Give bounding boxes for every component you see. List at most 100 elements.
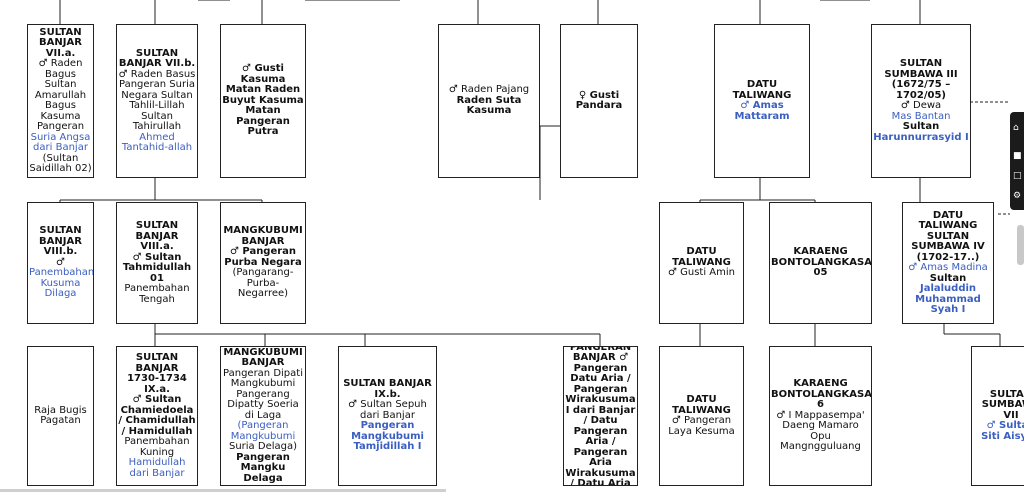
node-line: ♂ Gusti Amin <box>667 267 736 279</box>
node-line[interactable]: Siti Aisyah <box>981 430 1024 442</box>
camera-icon[interactable]: ⌂ <box>1013 123 1019 133</box>
node-line: ♂ Pangeran Purba Negara <box>224 246 302 268</box>
node-line: ♂ I Mappasempa' Daeng Mamaro Opu Mangngg… <box>776 409 865 453</box>
node-line: DATU TALIWANG <box>672 246 731 268</box>
node-karaeng-bontolangkasa-5[interactable]: KARAENG BONTOLANGKASA 05 <box>769 202 872 324</box>
node-line: DATU TALIWANG <box>732 79 792 101</box>
vertical-scrollbar[interactable] <box>1017 225 1024 265</box>
node-line[interactable]: Panembahan Kusuma Dilaga <box>29 267 94 300</box>
node-karaeng-bontolangkasa-6[interactable]: KARAENG BONTOLANGKASA 6♂ I Mappasempa' D… <box>769 346 872 486</box>
node-sultan-sumbawa-7[interactable]: SULTAN SUMBAWA VII♂ SultanSiti Aisyah <box>971 346 1024 486</box>
node-text: SULTAN BANJAR VII.b.♂ Raden Basus Panger… <box>118 47 196 154</box>
node-line[interactable]: Ahmed Tantahid-allah <box>121 131 193 153</box>
window-icon[interactable]: □ <box>1013 171 1022 181</box>
node-sultan-banjar-8a[interactable]: SULTAN BANJAR VIII.a.♂ Sultan Tahmidulla… <box>116 202 198 324</box>
node-text: ♂ Gusti Kasuma Matan Raden Buyut Kasuma … <box>222 64 304 138</box>
node-sultan-banjar-7b[interactable]: SULTAN BANJAR VII.b.♂ Raden Basus Panger… <box>116 24 198 178</box>
node-line[interactable]: ♂ Sultan <box>986 420 1024 432</box>
node-text: Raja Bugis Pagatan <box>29 404 92 427</box>
node-text: KARAENG BONTOLANGKASA 05 <box>771 246 872 279</box>
node-text: DATU TALIWANG♂ Pangeran Laya Kesuma <box>661 394 742 437</box>
node-line: Raden Suta Kasuma <box>456 94 522 117</box>
node-raja-bugis-pagatan[interactable]: Raja Bugis Pagatan <box>27 346 94 486</box>
node-line: Pangeran Datu Aria / Pangeran Wirakusuma… <box>565 362 636 486</box>
node-datu-taliwang-sultan-sumbawa-4[interactable]: DATU TALIWANG SULTAN SUMBAWA IV (1702-17… <box>902 202 994 324</box>
node-text: ♀ Gusti Pandara <box>562 89 636 112</box>
node-gusti-kasuma-matan[interactable]: ♂ Gusti Kasuma Matan Raden Buyut Kasuma … <box>220 24 306 178</box>
node-line: DATU TALIWANG <box>672 394 731 416</box>
node-line: SULTAN BANJAR VII.b. <box>118 47 196 69</box>
node-datu-taliwang-1[interactable]: DATU TALIWANG♂ Amas Mattaram <box>714 24 810 178</box>
node-line: PANGERAN BANJAR ♂ <box>569 346 632 363</box>
node-line: Sultan <box>929 272 967 284</box>
node-sultan-banjar-9a[interactable]: SULTAN BANJAR 1730-1734 IX.a.♂ Sultan Ch… <box>116 346 198 486</box>
node-line: SULTAN BANJAR VII.a. <box>39 26 82 59</box>
node-text: KARAENG BONTOLANGKASA 6♂ I Mappasempa' D… <box>771 378 872 453</box>
node-line: SULTAN BANJAR IX.b. <box>343 378 432 400</box>
node-line: ♂ Sultan Sepuh dari Banjar <box>348 399 427 421</box>
node-sultan-banjar-9b[interactable]: SULTAN BANJAR IX.b.♂ Sultan Sepuh dari B… <box>338 346 437 486</box>
node-gusti-pandara[interactable]: ♀ Gusti Pandara <box>560 24 638 178</box>
node-line[interactable]: ♂ Amas Madina <box>908 262 988 273</box>
node-line: MANGKUBUMI BANJAR <box>223 225 303 247</box>
node-text: SULTAN BANJAR IX.b.♂ Sultan Sepuh dari B… <box>340 379 435 453</box>
node-text: SULTAN SUMBAWA VII♂ SultanSiti Aisyah <box>973 388 1024 443</box>
node-line[interactable]: Hamidullah dari Banjar <box>128 457 186 479</box>
node-line: ♀ Gusti Pandara <box>575 89 623 111</box>
node-text: DATU TALIWANG SULTAN SUMBAWA IV (1702-17… <box>904 209 992 316</box>
node-line[interactable]: Mas Bantan <box>891 110 951 122</box>
node-line: SULTAN SUMBAWA III (1672/75 – 1702/05) <box>884 58 958 101</box>
node-line: Raja Bugis Pagatan <box>34 404 87 426</box>
video-icon[interactable]: ■ <box>1013 151 1022 161</box>
node-line: Panembahan Kuning <box>124 436 190 458</box>
node-line[interactable]: (Pangeran Mangkubumi <box>230 420 296 442</box>
node-text: SULTAN BANJAR 1730-1734 IX.a.♂ Sultan Ch… <box>118 352 196 479</box>
node-line: (Pangarang-Purba-Negarree) <box>232 267 294 300</box>
node-datu-taliwang-3[interactable]: DATU TALIWANG♂ Pangeran Laya Kesuma <box>659 346 744 486</box>
node-line: ♂ <box>56 256 65 268</box>
node-line: ♂ Raden Bagus Sultan Amarullah Bagus Kas… <box>34 58 87 132</box>
node-mangkubumi-banjar-1[interactable]: MANGKUBUMI BANJAR♂ Pangeran Purba Negara… <box>220 202 306 324</box>
node-datu-taliwang-2[interactable]: DATU TALIWANG♂ Gusti Amin <box>659 202 744 324</box>
side-toolbar: ⌂ ■ □ ⚙ <box>1010 112 1024 210</box>
node-line: Panembahan Tengah <box>124 283 190 305</box>
node-line: Suria Delaga) <box>228 441 298 453</box>
node-line: Sultan <box>902 121 940 132</box>
node-line: MANGKUBUMI BANJAR <box>223 346 303 369</box>
node-text: SULTAN BANJAR VIII.b.♂Panembahan Kusuma … <box>29 226 94 300</box>
node-line[interactable]: Suria Angsa dari Banjar <box>30 131 91 153</box>
node-line: SULTAN BANJAR 1730-1734 IX.a. <box>127 352 187 395</box>
node-line: SULTAN SUMBAWA VII <box>981 388 1024 421</box>
node-line: KARAENG BONTOLANGKASA 6 <box>771 378 872 411</box>
node-line: DATU TALIWANG SULTAN SUMBAWA IV (1702-17… <box>911 209 985 263</box>
node-pangeran-banjar[interactable]: PANGERAN BANJAR ♂Pangeran Datu Aria / Pa… <box>563 346 638 486</box>
node-line: ♂ Sultan Tahmidullah 01 <box>122 251 192 284</box>
node-line: Pangeran Dipati Mangkubumi Pangerang Dip… <box>223 367 303 421</box>
node-sultan-banjar-8b[interactable]: SULTAN BANJAR VIII.b.♂Panembahan Kusuma … <box>27 202 94 324</box>
node-line: ♂ Pangeran Laya Kesuma <box>668 415 735 437</box>
node-line[interactable]: Harunnurrasyid I <box>873 131 969 143</box>
node-text: SULTAN SUMBAWA III (1672/75 – 1702/05)♂ … <box>873 58 969 143</box>
node-line: (Sultan Saidillah 02) <box>29 152 92 174</box>
node-text: PANGERAN BANJAR ♂Pangeran Datu Aria / Pa… <box>565 346 636 486</box>
node-text: DATU TALIWANG♂ Gusti Amin <box>661 247 742 279</box>
node-line: SULTAN BANJAR VIII.a. <box>135 220 179 252</box>
node-line[interactable]: ♂ Amas Mattaram <box>734 100 790 122</box>
node-sultan-sumbawa-3[interactable]: SULTAN SUMBAWA III (1672/75 – 1702/05)♂ … <box>871 24 971 178</box>
node-line: ♂ Dewa <box>900 100 942 111</box>
node-text: DATU TALIWANG♂ Amas Mattaram <box>716 79 808 122</box>
node-text: SULTAN BANJAR VIII.a.♂ Sultan Tahmidulla… <box>118 220 196 305</box>
node-line: ♂ Raden Basus Pangeran Suria Negara Sult… <box>118 68 196 132</box>
node-line[interactable]: Pangeran Mangkubumi Tamjidillah I <box>351 420 424 453</box>
node-sultan-banjar-7a[interactable]: SULTAN BANJAR VII.a.♂ Raden Bagus Sultan… <box>27 24 94 178</box>
node-line: KARAENG BONTOLANGKASA 05 <box>771 246 872 279</box>
horizontal-scrollbar[interactable] <box>0 489 446 492</box>
node-line[interactable]: Jalaluddin Muhammad Syah I <box>915 283 981 315</box>
gear-icon[interactable]: ⚙ <box>1013 191 1022 201</box>
